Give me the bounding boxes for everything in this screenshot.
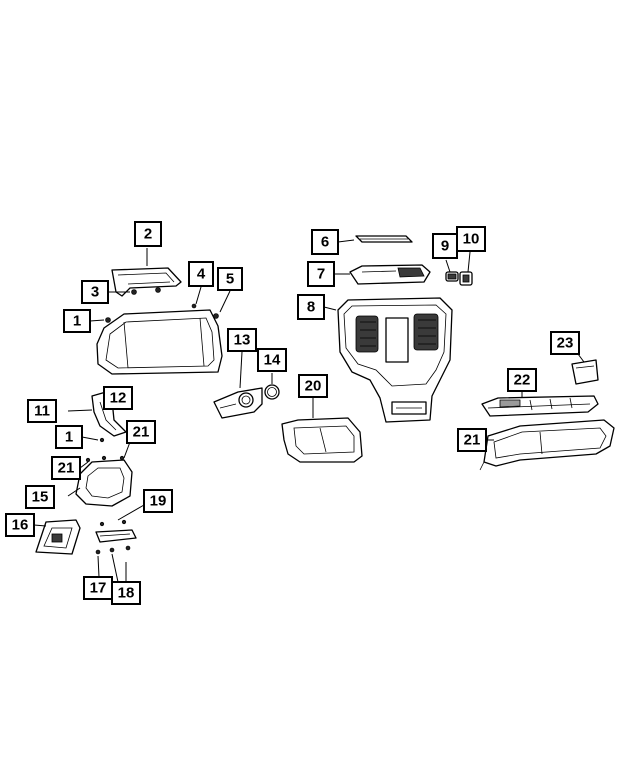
part-switch-10 [459, 271, 473, 286]
svg-text:22: 22 [514, 372, 531, 389]
svg-text:16: 16 [12, 517, 29, 534]
callout-1-upper: 1 [63, 309, 91, 333]
callout-12: 12 [103, 386, 133, 410]
callout-23: 23 [550, 331, 580, 355]
part-side-panel-21 [479, 419, 615, 471]
svg-text:15: 15 [32, 489, 49, 506]
callout-1-lower: 1 [55, 425, 83, 449]
part-screws-17-18 [95, 545, 131, 555]
part-end-cap-23 [571, 359, 599, 385]
svg-text:9: 9 [441, 238, 449, 255]
svg-text:13: 13 [234, 332, 251, 349]
callout-3: 3 [81, 280, 109, 304]
svg-text:21: 21 [464, 432, 481, 449]
part-cluster-bezel-lower [96, 303, 223, 375]
svg-text:6: 6 [321, 234, 329, 251]
part-bracket-19 [95, 519, 137, 543]
callout-6: 6 [311, 229, 339, 255]
svg-text:23: 23 [557, 335, 574, 352]
callout-13: 13 [227, 328, 257, 352]
svg-text:21: 21 [133, 424, 150, 441]
part-switch-9 [445, 271, 459, 282]
svg-text:1: 1 [73, 313, 81, 330]
callout-21-left-lower: 21 [51, 456, 81, 480]
svg-text:17: 17 [90, 580, 107, 597]
part-cluster-bezel-upper [111, 267, 182, 297]
callout-2: 2 [134, 221, 162, 247]
callout-17: 17 [83, 576, 113, 600]
svg-text:3: 3 [91, 284, 99, 301]
part-clip-3 [131, 287, 161, 295]
callout-22: 22 [507, 368, 537, 392]
svg-text:2: 2 [144, 226, 152, 243]
part-lower-bezel-16 [35, 519, 81, 555]
callout-19: 19 [143, 489, 173, 513]
callout-21-right: 21 [457, 428, 487, 452]
callout-7: 7 [307, 261, 335, 287]
svg-text:21: 21 [58, 460, 75, 477]
callout-21-left-upper: 21 [126, 420, 156, 444]
callout-16: 16 [5, 513, 35, 537]
part-console-insert-20 [281, 417, 363, 463]
part-switch-bezel-13 [213, 387, 263, 419]
part-center-stack-bezel-8 [337, 297, 453, 423]
callout-5: 5 [217, 267, 243, 291]
svg-text:18: 18 [118, 585, 135, 602]
svg-text:12: 12 [110, 390, 127, 407]
svg-text:14: 14 [264, 352, 281, 369]
callout-15: 15 [25, 485, 55, 509]
callout-4: 4 [188, 261, 214, 287]
callout-8: 8 [297, 294, 325, 320]
svg-text:5: 5 [226, 271, 234, 288]
part-center-bezel-7 [349, 264, 431, 285]
part-trim-rail-22 [481, 395, 599, 417]
callout-14: 14 [257, 348, 287, 372]
svg-text:4: 4 [197, 266, 206, 283]
svg-text:1: 1 [65, 429, 73, 446]
callout-18: 18 [111, 581, 141, 605]
callout-11: 11 [27, 399, 57, 423]
callout-9: 9 [432, 233, 458, 259]
callout-10: 10 [456, 226, 486, 252]
part-trim-strip-6 [355, 235, 413, 243]
svg-text:8: 8 [307, 299, 315, 316]
svg-text:10: 10 [463, 231, 480, 248]
svg-text:19: 19 [150, 493, 167, 510]
part-storage-bin-15 [75, 455, 133, 507]
part-ring-14 [264, 384, 280, 400]
svg-text:11: 11 [34, 403, 50, 420]
leader-lines [33, 239, 585, 583]
svg-text:20: 20 [305, 378, 322, 395]
svg-text:7: 7 [317, 266, 325, 283]
callout-20: 20 [298, 374, 328, 398]
